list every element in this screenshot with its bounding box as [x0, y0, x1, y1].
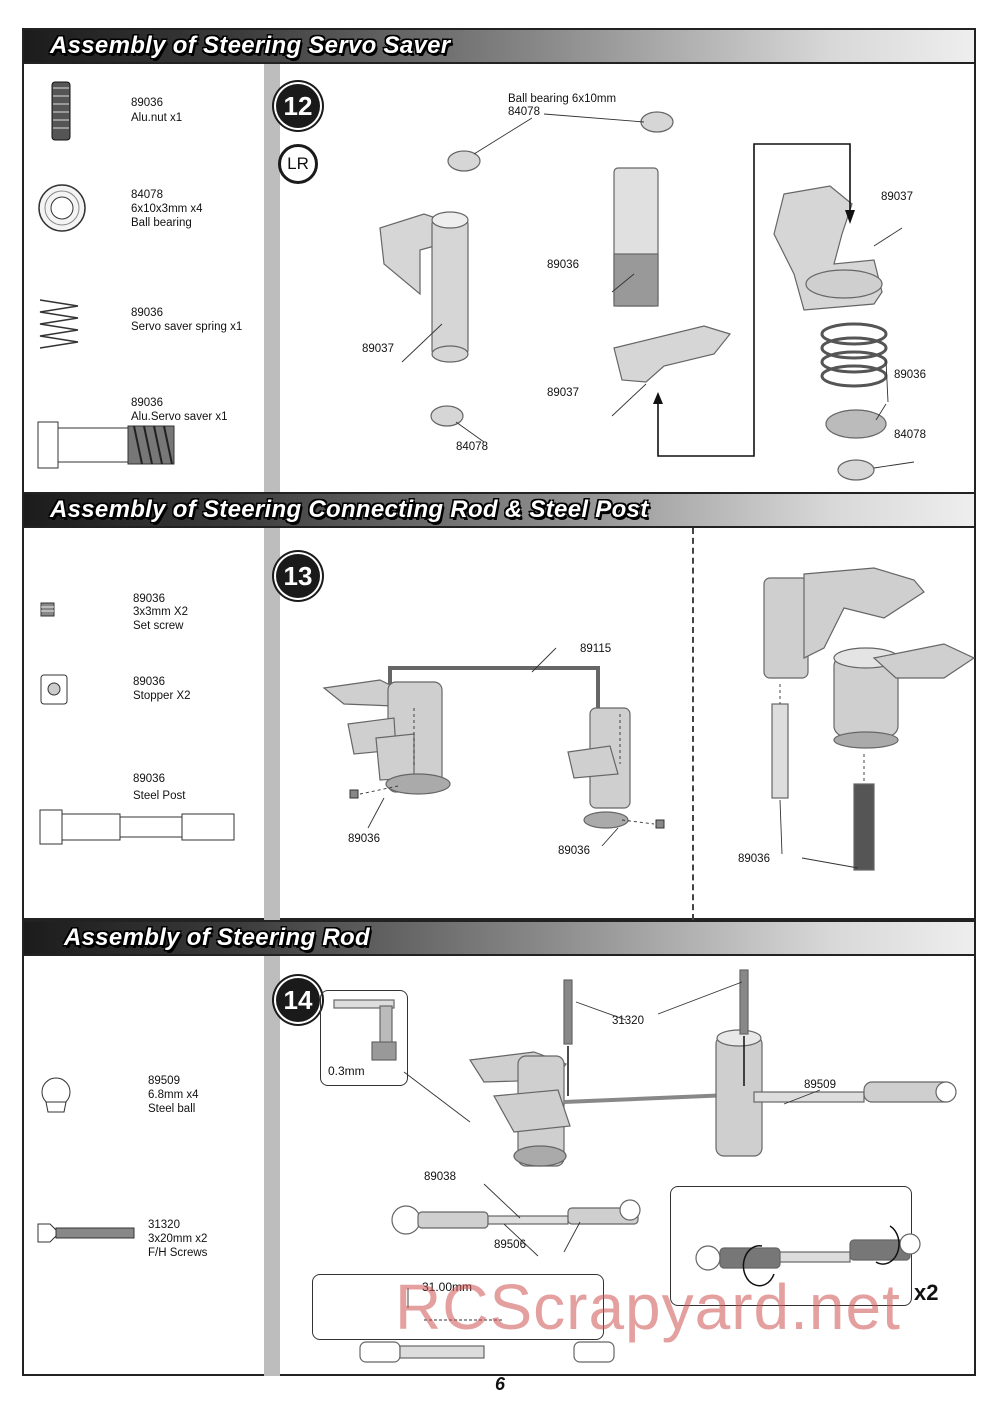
- callout-label: 89037: [547, 387, 579, 399]
- alu-nut-icon: [51, 81, 71, 141]
- callout-label: 89036: [738, 853, 770, 865]
- steel-ball-icon: [41, 1077, 71, 1113]
- callout-label: 84078: [456, 441, 488, 453]
- callout-label: 89036: [348, 833, 380, 845]
- part-desc: Steel Post: [133, 790, 186, 802]
- page-number: 6: [494, 1374, 505, 1394]
- callout-label: 89037: [881, 191, 913, 203]
- part-code: 89036: [131, 97, 163, 109]
- steering-rod-diagram: [333, 969, 957, 1363]
- part-code: 89036: [131, 397, 163, 409]
- spring-icon: [39, 299, 79, 349]
- part-code: 89036: [131, 307, 163, 319]
- dashed-divider: [692, 528, 694, 920]
- section-title: Assembly of Steering Servo Saver: [50, 32, 451, 59]
- left-right-badge: LR: [278, 144, 318, 184]
- callout-label: Ball bearing 6x10mm: [508, 93, 617, 105]
- detail-inset-length: [312, 1274, 604, 1340]
- callout-label: 89506: [494, 1239, 526, 1251]
- detail-inset-gap: [320, 990, 408, 1086]
- callout-label: 84078: [894, 429, 926, 441]
- part-desc: 3x3mm X2 Set screw: [133, 606, 188, 632]
- callout-label: 89036: [558, 845, 590, 857]
- servo-saver-icon: [37, 421, 175, 469]
- section-servo-saver: Assembly of Steering Servo Saver 89036 A…: [22, 28, 976, 494]
- part-desc: Servo saver spring x1: [131, 321, 243, 333]
- divider-bar: [264, 956, 280, 1376]
- part-code: 89509: [148, 1075, 180, 1087]
- section-title: Assembly of Steering Rod: [64, 924, 370, 951]
- callout-label: 31320: [612, 1015, 644, 1027]
- part-code: 89036: [133, 593, 165, 605]
- step-number-badge: 14: [276, 978, 320, 1022]
- part-code: 31320: [148, 1219, 180, 1231]
- callout-label: 89509: [804, 1079, 836, 1091]
- part-desc: 6x10x3mm x4 Ball bearing: [131, 203, 203, 229]
- watermark: RCScrapyard.net: [395, 1271, 901, 1343]
- servo-saver-diagram: [379, 111, 915, 481]
- section-title: Assembly of Steering Connecting Rod & St…: [50, 496, 649, 523]
- section-header: Assembly of Steering Connecting Rod & St…: [24, 494, 974, 528]
- stopper-icon: [40, 674, 68, 705]
- gap-measure-label: 0.3mm: [328, 1064, 365, 1078]
- part-desc: Stopper X2: [133, 690, 191, 702]
- section-steering-rod: Assembly of Steering Rod 89509 6.8mm x4 …: [22, 920, 976, 1376]
- part-code: 89036: [133, 676, 165, 688]
- fh-screw-icon: [37, 1223, 135, 1243]
- callout-label: 89038: [424, 1171, 456, 1183]
- part-desc: Alu.nut x1: [131, 112, 183, 124]
- step-number-badge: 13: [276, 554, 320, 598]
- connecting-rod-diagram: [322, 567, 976, 871]
- part-desc: 3x20mm x2 F/H Screws: [148, 1233, 208, 1259]
- callout-label: 89115: [580, 643, 612, 655]
- part-desc: 6.8mm x4 Steel ball: [148, 1089, 199, 1115]
- callout-label: 84078: [508, 106, 540, 118]
- callout-label: 89037: [362, 343, 394, 355]
- part-code: 89036: [133, 773, 165, 785]
- section-header: Assembly of Steering Servo Saver: [24, 30, 974, 64]
- section-header: Assembly of Steering Rod: [24, 922, 974, 956]
- callout-label: 89036: [894, 369, 926, 381]
- step-number-badge: 12: [276, 84, 320, 128]
- divider-bar: [264, 64, 280, 494]
- part-code: 84078: [131, 189, 163, 201]
- part-desc: Alu.Servo saver x1: [131, 411, 228, 423]
- ball-bearing-icon: [38, 184, 86, 232]
- section-connecting-rod: Assembly of Steering Connecting Rod & St…: [22, 492, 976, 920]
- set-screw-icon: [40, 602, 55, 617]
- quantity-label: x2: [914, 1280, 939, 1305]
- callout-label: 89036: [547, 259, 579, 271]
- length-measure-label: 31.00mm: [422, 1280, 473, 1294]
- divider-bar: [264, 528, 280, 920]
- steel-post-icon: [39, 809, 235, 845]
